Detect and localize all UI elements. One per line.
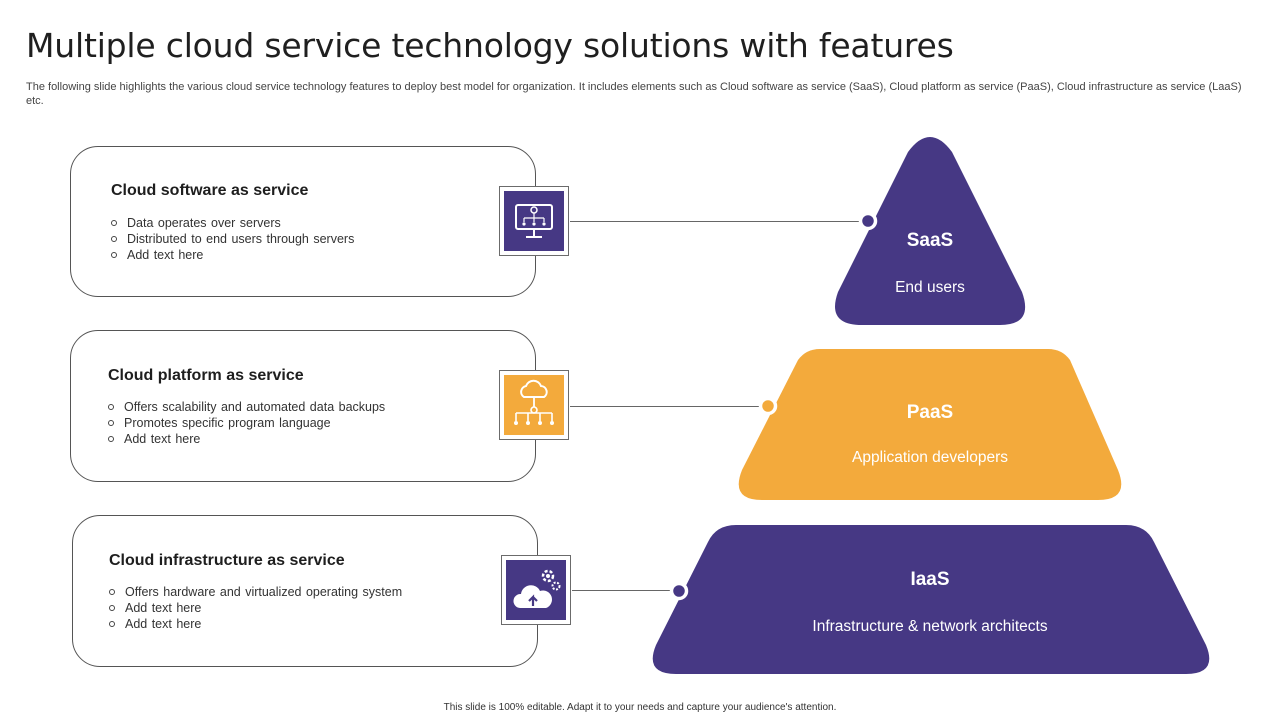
footer-note: This slide is 100% editable. Adapt it to… xyxy=(443,702,837,713)
connector-line-saas xyxy=(570,221,868,222)
card-saas: Cloud software as service Data operates … xyxy=(70,146,536,297)
card-bullets: Data operates over servers Distributed t… xyxy=(111,215,354,263)
bullet-item: Add text here xyxy=(111,247,354,263)
icon-frame-saas xyxy=(499,186,569,256)
card-bullets: Offers scalability and automated data ba… xyxy=(108,399,385,447)
tier-name-saas: SaaS xyxy=(906,230,954,251)
tier-audience-iaas: Infrastructure & network architects xyxy=(812,618,1048,635)
card-iaas: Cloud infrastructure as service Offers h… xyxy=(72,515,538,667)
connector-dot-saas xyxy=(858,211,878,231)
bullet-circle-icon xyxy=(111,251,117,258)
connector-line-iaas xyxy=(572,590,679,591)
tier-shape-saas xyxy=(835,137,1026,325)
card-bullets: Offers hardware and virtualized operatin… xyxy=(109,584,402,632)
card-paas: Cloud platform as service Offers scalabi… xyxy=(70,330,536,482)
bullet-circle-icon xyxy=(108,403,114,410)
page-title: Multiple cloud service technology soluti… xyxy=(26,26,954,65)
cloud-network-icon xyxy=(504,375,564,435)
connector-line-paas xyxy=(570,406,768,407)
bullet-circle-icon xyxy=(108,435,114,442)
tier-name-paas: PaaS xyxy=(906,402,954,423)
tier-shape-iaas xyxy=(652,525,1210,674)
card-title: Cloud software as service xyxy=(111,182,309,199)
monitor-network-icon xyxy=(504,191,564,251)
tier-name-iaas: IaaS xyxy=(910,569,950,590)
bullet-circle-icon xyxy=(109,588,115,595)
bullet-item: Add text here xyxy=(109,616,402,632)
bullet-circle-icon xyxy=(109,604,115,611)
bullet-item: Add text here xyxy=(108,431,385,447)
bullet-item: Offers scalability and automated data ba… xyxy=(108,399,385,415)
tier-audience-saas: End users xyxy=(895,279,965,296)
connector-dot-iaas xyxy=(669,581,689,601)
bullet-item: Add text here xyxy=(109,600,402,616)
card-title: Cloud infrastructure as service xyxy=(109,552,345,569)
bullet-circle-icon xyxy=(111,219,117,226)
bullet-circle-icon xyxy=(109,620,115,627)
cloud-upload-gears-icon xyxy=(506,560,566,620)
bullet-item: Promotes specific program language xyxy=(108,415,385,431)
page-subtitle: The following slide highlights the vario… xyxy=(26,81,1242,107)
bullet-circle-icon xyxy=(111,235,117,242)
tier-audience-paas: Application developers xyxy=(852,449,1008,466)
bullet-circle-icon xyxy=(108,419,114,426)
bullet-item: Distributed to end users through servers xyxy=(111,231,354,247)
bullet-item: Data operates over servers xyxy=(111,215,354,231)
icon-frame-iaas xyxy=(501,555,571,625)
connector-dot-paas xyxy=(758,396,778,416)
card-title: Cloud platform as service xyxy=(108,367,304,384)
bullet-item: Offers hardware and virtualized operatin… xyxy=(109,584,402,600)
tier-shape-paas xyxy=(738,349,1122,500)
icon-frame-paas xyxy=(499,370,569,440)
